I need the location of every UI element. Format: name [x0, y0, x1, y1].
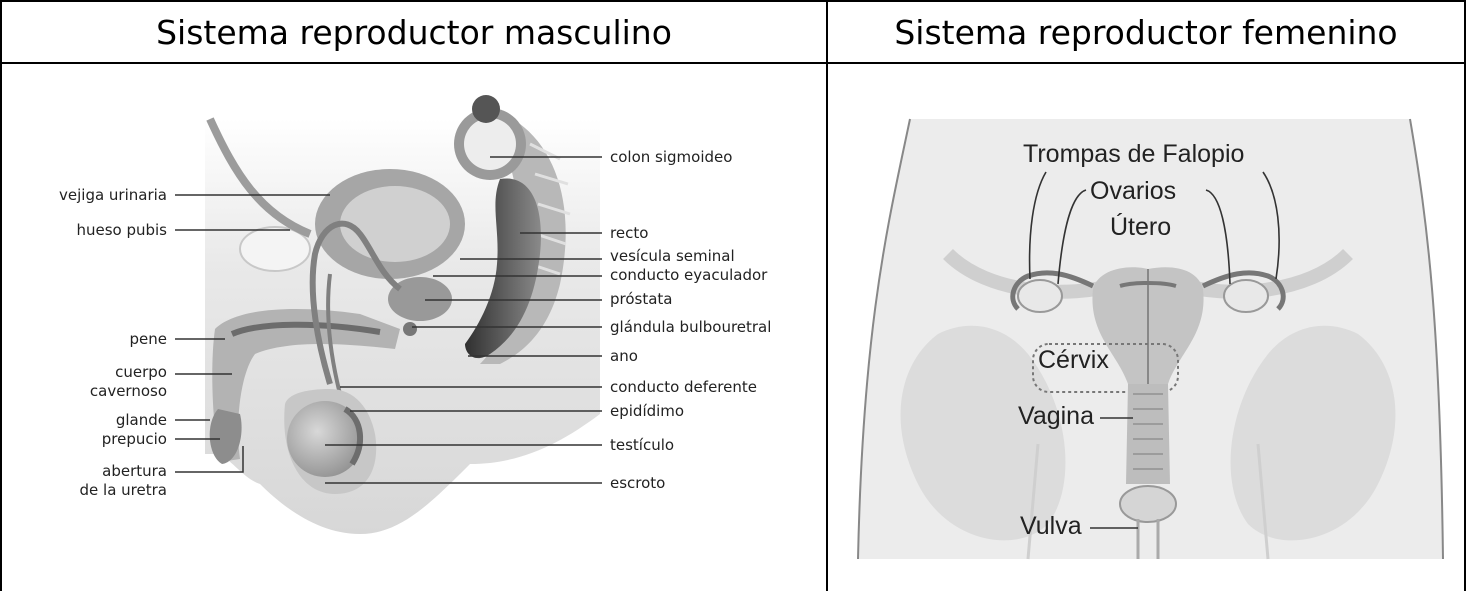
label-rectum: recto: [610, 224, 648, 242]
label-cervix: Cérvix: [1038, 346, 1109, 374]
male-system-header: Sistema reproductor masculino: [2, 2, 826, 62]
label-foreskin: prepucio: [102, 430, 167, 448]
label-testicle: testículo: [610, 436, 674, 454]
label-seminal-vesicle: vesícula seminal: [610, 247, 735, 265]
label-vulva: Vulva: [1020, 512, 1082, 540]
label-urethral-opening-1: abertura: [102, 462, 167, 480]
label-penis: pene: [130, 330, 168, 348]
label-uterus: Útero: [1110, 212, 1171, 241]
label-fallopian-tubes: Trompas de Falopio: [1023, 140, 1244, 168]
label-glans: glande: [116, 411, 167, 429]
male-reproductive-diagram: vejiga urinaria hueso pubis pene cuerpo …: [0, 64, 826, 591]
female-system-header: Sistema reproductor femenino: [828, 2, 1464, 62]
label-ejaculatory-duct: conducto eyaculador: [610, 266, 768, 284]
label-prostate: próstata: [610, 290, 673, 308]
label-urethral-opening-2: de la uretra: [80, 481, 167, 499]
female-reproductive-diagram: Trompas de Falopio Ovarios Útero Cérvix …: [828, 64, 1464, 591]
label-sigmoid-colon: colon sigmoideo: [610, 148, 732, 166]
label-ovaries: Ovarios: [1090, 177, 1176, 205]
label-anus: ano: [610, 347, 638, 365]
label-epididymis: epidídimo: [610, 402, 684, 420]
label-vas-deferens: conducto deferente: [610, 378, 757, 396]
label-corpus-cavernosum-1: cuerpo: [115, 363, 167, 381]
label-bladder: vejiga urinaria: [59, 186, 167, 204]
label-bulbourethral-gland: glándula bulbouretral: [610, 318, 771, 336]
label-pubic-bone: hueso pubis: [76, 221, 167, 239]
label-scrotum: escroto: [610, 474, 665, 492]
label-vagina: Vagina: [1018, 402, 1094, 430]
label-corpus-cavernosum-2: cavernoso: [90, 382, 167, 400]
